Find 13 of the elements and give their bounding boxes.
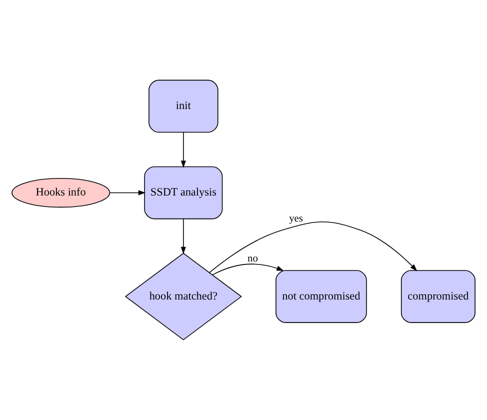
node-box: not compromised <box>276 270 367 323</box>
arrow <box>180 218 186 254</box>
node-ellipse: Hooks info <box>12 178 110 208</box>
arrow <box>180 132 186 168</box>
arrow <box>110 190 146 196</box>
arrow <box>212 264 284 276</box>
edge-label: yes <box>289 213 303 224</box>
node-box: init <box>148 80 218 133</box>
node-box: compromised <box>400 270 476 323</box>
node-box: SSDT analysis <box>144 166 223 220</box>
edge-label: no <box>248 253 258 264</box>
arrow <box>209 221 418 273</box>
node-diamond: hook matched? <box>124 252 242 340</box>
